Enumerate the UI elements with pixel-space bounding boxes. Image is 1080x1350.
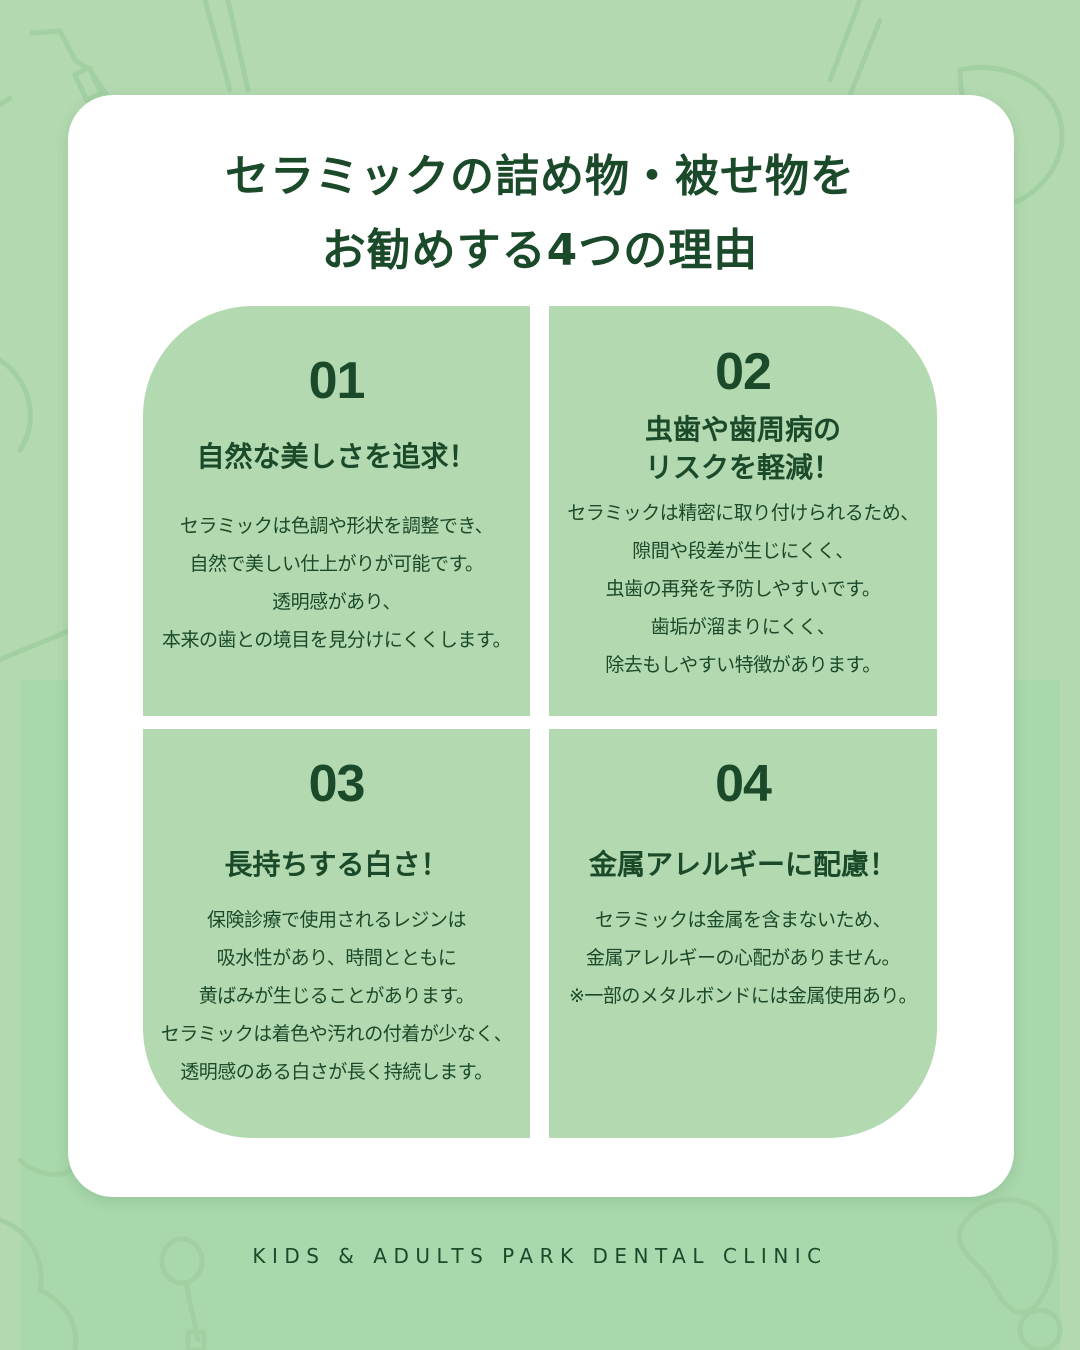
reason-heading-line: 金属アレルギーに配慮！	[588, 848, 897, 881]
reason-body: セラミックは金属を含まないため、 金属アレルギーの心配がありません。 ※一部のメ…	[549, 901, 937, 1015]
reason-body-line: 透明感があり、	[272, 591, 401, 613]
reason-heading: 自然な美しさを追求！	[143, 438, 530, 476]
title-line-1: セラミックの詰め物・被せ物を	[225, 151, 855, 202]
reason-heading: 虫歯や歯周病の リスクを軽減！	[549, 411, 937, 487]
reason-body: セラミックは精密に取り付けられるため、 隙間や段差が生じにくく、 虫歯の再発を予…	[549, 494, 937, 684]
dental-probe-icon	[0, 28, 113, 108]
clinic-name-footer: KIDS & ADULTS PARK DENTAL CLINIC	[252, 1244, 828, 1268]
reason-body-line: 歯垢が溜まりにくく、	[650, 616, 836, 638]
reason-body-line: 自然で美しい仕上がりが可能です。	[189, 553, 484, 575]
reason-body-line: 吸水性があり、時間とともに	[216, 947, 457, 969]
reason-body-line: 透明感のある白さが長く持続します。	[180, 1061, 493, 1083]
reason-heading-line: 虫歯や歯周病の	[644, 413, 841, 446]
reason-body-line: セラミックは金属を含まないため、	[594, 909, 892, 931]
reason-body: セラミックは色調や形状を調整でき、 自然で美しい仕上がりが可能です。 透明感があ…	[143, 507, 530, 659]
reason-heading-line: 長持ちする白さ！	[224, 848, 449, 881]
reason-card-04: 04 金属アレルギーに配慮！ セラミックは金属を含まないため、 金属アレルギーの…	[549, 729, 937, 1138]
page-title: セラミックの詰め物・被せ物を お勧めする4つの理由	[0, 140, 1080, 288]
title-line-2: お勧めする4つの理由	[321, 225, 759, 276]
reason-body-line: 本来の歯との境目を見分けにくくします。	[161, 629, 512, 651]
reason-body-line: 隙間や段差が生じにくく、	[632, 540, 854, 562]
reason-body-line: 保険診療で使用されるレジンは	[206, 909, 467, 931]
reason-heading-line: 自然な美しさを追求！	[196, 440, 477, 473]
reason-number: 03	[308, 755, 366, 813]
reason-body-line: 虫歯の再発を予防しやすいです。	[605, 578, 881, 600]
reason-heading-line: リスクを軽減！	[644, 451, 841, 484]
reason-body-line: セラミックは着色や汚れの付着が少なく、	[160, 1023, 513, 1045]
reason-body-line: 金属アレルギーの心配がありません。	[586, 947, 900, 969]
reason-card-03: 03 長持ちする白さ！ 保険診療で使用されるレジンは 吸水性があり、時間とともに…	[143, 729, 530, 1138]
reason-body-line: 黄ばみが生じることがあります。	[198, 985, 475, 1007]
reason-card-01: 01 自然な美しさを追求！ セラミックは色調や形状を調整でき、 自然で美しい仕上…	[143, 306, 530, 716]
reason-number: 02	[715, 343, 772, 401]
reason-body-line: セラミックは色調や形状を調整でき、	[179, 515, 494, 537]
reason-body-line: ※一部のメタルボンドには金属使用あり。	[568, 985, 918, 1007]
reason-card-02: 02 虫歯や歯周病の リスクを軽減！ セラミックは精密に取り付けられるため、 隙…	[549, 306, 937, 716]
reason-number: 04	[715, 755, 772, 813]
reason-body-line: 除去もしやすい特徴があります。	[605, 654, 881, 676]
toothbrush-icon	[202, 0, 883, 98]
reason-number: 01	[308, 352, 366, 410]
reason-body: 保険診療で使用されるレジンは 吸水性があり、時間とともに 黄ばみが生じることがあ…	[143, 901, 530, 1091]
reason-heading: 金属アレルギーに配慮！	[549, 846, 937, 884]
reason-heading: 長持ちする白さ！	[143, 846, 530, 884]
reason-body-line: セラミックは精密に取り付けられるため、	[567, 502, 919, 524]
